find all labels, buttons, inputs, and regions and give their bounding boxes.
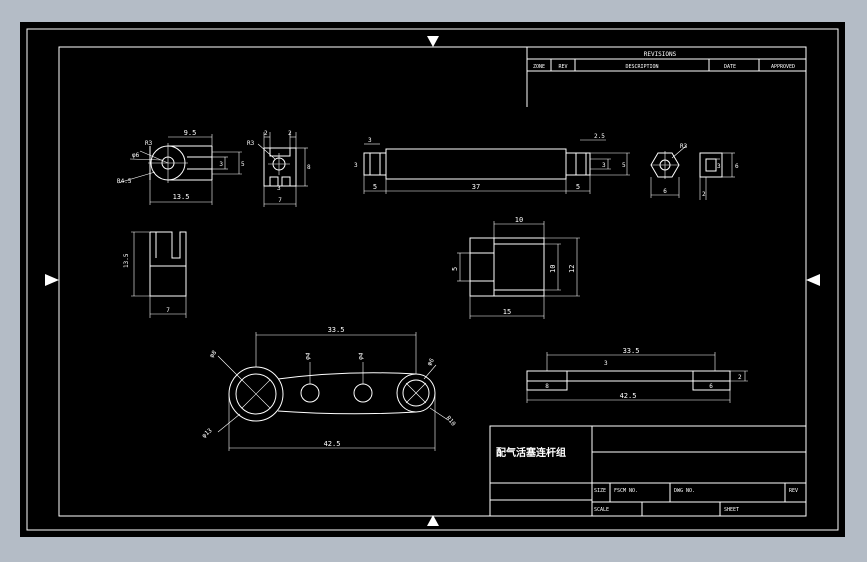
v7-dim-335: 33.5 [328,326,345,334]
v2-dim-r3: R3 [247,140,255,147]
view-8-bar: 33.5 3 2 8 6 42.5 [526,347,748,403]
right-center-arrow-icon [806,274,820,286]
view-5-fork: 13.5 7 [123,231,187,318]
rev-label: REV [789,488,798,494]
v2-dim-2b: 2 [288,130,292,137]
v1-dim-r3: R3 [145,140,153,147]
v1-dim-95: 9.5 [184,129,197,137]
v8-dim-3: 3 [604,360,608,367]
top-center-arrow-icon [427,36,439,47]
drawing-viewport[interactable]: REVISIONS ZONE REV DESCRIPTION DATE APPR… [20,22,845,537]
v5-dim-135: 13.5 [123,253,130,268]
v3-dim-5a: 5 [373,183,377,191]
rev-col-zone: ZONE [533,64,545,70]
v6-dim-10a: 10 [515,216,523,224]
v1-dim-5: 5 [241,161,245,168]
inner-frame [58,46,807,517]
v4-dim-6b: 6 [735,163,739,170]
v7-dim-d13: φ13 [201,427,214,440]
v3-dim-5b: 5 [576,183,580,191]
bottom-center-arrow-icon [427,515,439,526]
title-block: 配气活塞连杆组 SIZE FSCM NO. DWG NO. REV SCALE … [489,425,807,517]
v1-dim-135: 13.5 [173,193,190,201]
revisions-table: REVISIONS ZONE REV DESCRIPTION DATE APPR… [526,47,806,107]
v7-dim-d6: φ6 [426,357,436,367]
v3-dim-3c: 3 [602,162,606,169]
sheet-label: SHEET [724,507,739,513]
fscm-label: FSCM NO. [614,488,638,494]
v8-dim-425: 42.5 [620,392,637,400]
v7-dim-d4b: φ4 [357,352,365,361]
v1-dim-r45: R4.5 [117,178,132,185]
view-1-round-end: R3 φ6 R4.5 9.5 3 5 13.5 [117,129,245,205]
view-7-connecting-rod: 33.5 φ8 φ4 φ4 φ6 φ13 R10 42.5 [201,326,457,451]
v7-dim-r10: R10 [444,415,457,428]
v8-dim-8: 8 [545,383,549,390]
rev-col-date: DATE [724,64,736,70]
v2-dim-3: 3 [277,185,281,192]
v3-dim-3a: 3 [368,137,372,144]
cad-drawing: REVISIONS ZONE REV DESCRIPTION DATE APPR… [26,28,839,531]
v6-dim-12: 12 [568,265,576,273]
v8-dim-6: 6 [709,383,713,390]
v5-dim-7: 7 [166,307,170,314]
v4-dim-r3: R3 [680,143,688,150]
v7-dim-425: 42.5 [324,440,341,448]
rev-col-rev: REV [558,64,567,70]
rev-col-approved: APPROVED [771,64,795,70]
view-3-shaft: 3 3 2.5 3 5 5 37 5 [354,133,630,194]
outer-frame [26,28,839,531]
v6-dim-5: 5 [451,267,459,271]
v4-dim-6a: 6 [663,188,667,195]
view-4-hex: R3 3 6 6 2 [650,143,739,200]
scale-label: SCALE [594,507,609,513]
v3-dim-25: 2.5 [594,133,605,140]
v2-dim-7: 7 [278,197,282,204]
v2-dim-2a: 2 [264,130,268,137]
dwg-label: DWG NO. [674,488,695,494]
revisions-title: REVISIONS [644,51,677,58]
view-2-block: 2 2 R3 8 3 7 [247,130,311,207]
v7-dim-d8: φ8 [208,349,218,359]
v3-dim-5r: 5 [622,162,626,169]
rev-col-description: DESCRIPTION [625,64,658,70]
size-label: SIZE [594,488,606,494]
v3-dim-3b: 3 [354,162,358,169]
v6-dim-10b: 10 [549,265,557,273]
v2-dim-8: 8 [307,164,311,171]
v4-dim-2: 2 [702,191,706,198]
left-center-arrow-icon [45,274,59,286]
v4-dim-3: 3 [717,163,721,170]
v8-dim-335: 33.5 [623,347,640,355]
v6-dim-15: 15 [503,308,511,316]
v1-dim-3: 3 [219,161,223,168]
v7-dim-d4a: φ4 [304,352,312,361]
view-6-sleeve: 10 5 10 12 15 [451,216,580,319]
v8-dim-2: 2 [738,374,742,381]
v3-dim-37: 37 [472,183,480,191]
v1-dim-d6: φ6 [132,152,140,159]
drawing-title: 配气活塞连杆组 [496,446,566,459]
